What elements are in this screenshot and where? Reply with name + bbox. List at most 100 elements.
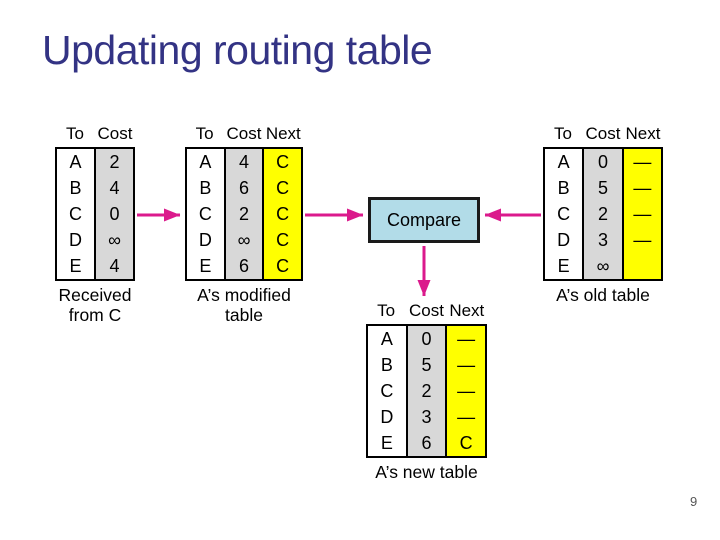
cost-column: 4 6 2 ∞ 6	[223, 149, 263, 279]
caption-line: table	[225, 305, 263, 325]
cell-next: —	[457, 381, 476, 401]
cell-cost: 5	[597, 178, 608, 198]
next-column: C C C C C	[262, 149, 302, 279]
cell-next: C	[276, 204, 290, 224]
cell-to: D	[557, 230, 571, 250]
received-table-group: To Cost A B C D E 2 4 0 ∞ 4 Received fro…	[55, 124, 135, 325]
header-cost: Cost	[585, 124, 621, 143]
received-table: A B C D E 2 4 0 ∞ 4	[55, 147, 135, 281]
header-next: Next	[449, 301, 485, 320]
cell-cost: 2	[109, 152, 120, 172]
new-table: A B C D E 0 5 2 3 6 — — — — C	[366, 324, 487, 458]
old-table: A B C D E 0 5 2 3 ∞ — — — —	[543, 147, 663, 281]
cell-to: A	[199, 152, 212, 172]
cell-to: C	[198, 204, 212, 224]
cell-to: B	[69, 178, 82, 198]
cell-cost: 3	[421, 407, 432, 427]
cell-to: C	[380, 381, 394, 401]
cell-cost: 3	[597, 230, 608, 250]
cell-cost: ∞	[596, 256, 610, 276]
cell-to: E	[380, 433, 393, 453]
header-to: To	[377, 301, 396, 320]
cell-to: C	[557, 204, 571, 224]
cost-column: 0 5 2 3 6	[405, 326, 446, 456]
cell-to: D	[380, 407, 394, 427]
cell-next: C	[276, 178, 290, 198]
header-cost: Cost	[226, 124, 262, 143]
header-to: To	[66, 124, 84, 143]
cell-next: —	[457, 355, 476, 375]
cell-next: C	[276, 256, 290, 276]
modified-table-header: To Cost Next	[185, 124, 303, 144]
cell-to: E	[557, 256, 570, 276]
cell-next: C	[276, 152, 290, 172]
cell-cost: 4	[109, 256, 120, 276]
cell-next: —	[633, 230, 652, 250]
to-column: A B C D E	[545, 149, 582, 279]
to-column: A B C D E	[368, 326, 406, 456]
to-column: A B C D E	[187, 149, 224, 279]
cell-next: C	[276, 230, 290, 250]
cell-next: —	[633, 178, 652, 198]
cell-to: A	[380, 329, 393, 349]
cell-cost: 0	[421, 329, 432, 349]
cell-next	[624, 253, 661, 279]
cell-cost: ∞	[108, 230, 121, 250]
cost-column: 2 4 0 ∞ 4	[94, 149, 133, 279]
cell-next: C	[459, 433, 473, 453]
compare-box: Compare	[368, 197, 480, 243]
caption-line: A’s modified	[197, 285, 291, 305]
header-cost: Cost	[97, 124, 133, 143]
caption-line: from C	[68, 305, 122, 325]
cell-cost: 2	[239, 204, 250, 224]
cell-to: A	[557, 152, 570, 172]
cell-cost: 6	[421, 433, 432, 453]
cell-to: E	[199, 256, 212, 276]
header-to: To	[195, 124, 214, 143]
caption-line: A’s old table	[556, 285, 650, 305]
new-table-caption: A’s new table	[366, 462, 487, 482]
cell-cost: 4	[109, 178, 120, 198]
caption-line: A’s new table	[375, 462, 478, 482]
cell-next: —	[457, 407, 476, 427]
cell-next: —	[633, 204, 652, 224]
cell-to: E	[69, 256, 82, 276]
cell-cost: 2	[421, 381, 432, 401]
header-cost: Cost	[409, 301, 444, 320]
cell-cost: 6	[239, 256, 250, 276]
received-table-caption: Received from C	[55, 285, 135, 325]
cell-next: —	[457, 329, 476, 349]
cell-to: D	[69, 230, 82, 250]
cell-cost: 0	[597, 152, 608, 172]
next-column: — — — — C	[445, 326, 486, 456]
received-table-header: To Cost	[55, 124, 135, 144]
header-next: Next	[625, 124, 661, 143]
cell-to: C	[69, 204, 82, 224]
cell-cost: 5	[421, 355, 432, 375]
header-to: To	[554, 124, 572, 143]
old-table-group: To Cost Next A B C D E 0 5 2 3 ∞ — — —	[543, 124, 663, 305]
cell-cost: 6	[239, 178, 250, 198]
cell-to: B	[380, 355, 393, 375]
cell-cost: ∞	[237, 230, 251, 250]
next-column: — — — —	[621, 149, 661, 279]
modified-table-caption: A’s modified table	[185, 285, 303, 325]
slide-title: Updating routing table	[42, 27, 433, 73]
cell-to: D	[198, 230, 212, 250]
modified-table-group: To Cost Next A B C D E 4 6 2 ∞ 6 C C C	[185, 124, 303, 325]
caption-line: Received	[58, 285, 132, 305]
cell-to: A	[69, 152, 82, 172]
header-next: Next	[265, 124, 301, 143]
new-table-group: To Cost Next A B C D E 0 5 2 3 6 — — —	[366, 301, 487, 482]
cell-next: —	[633, 152, 652, 172]
to-column: A B C D E	[57, 149, 94, 279]
modified-table: A B C D E 4 6 2 ∞ 6 C C C C C	[185, 147, 303, 281]
cell-to: B	[199, 178, 212, 198]
compare-label: Compare	[386, 209, 462, 230]
page-number: 9	[690, 494, 698, 509]
cell-cost: 0	[109, 204, 120, 224]
cell-to: B	[557, 178, 570, 198]
old-table-header: To Cost Next	[543, 124, 663, 144]
new-table-header: To Cost Next	[366, 301, 487, 321]
